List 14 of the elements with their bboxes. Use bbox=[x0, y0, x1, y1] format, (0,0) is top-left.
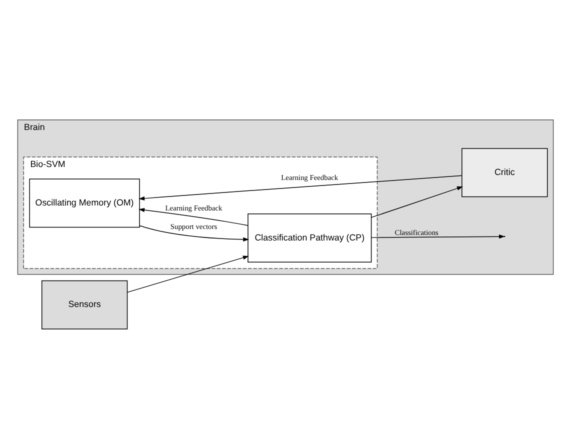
edge-label: Classifications bbox=[394, 228, 438, 237]
node-box: Sensors bbox=[41, 280, 128, 329]
arrow bbox=[126, 255, 249, 292]
edge-label: Support vectors bbox=[170, 222, 218, 231]
node-box: Classification Pathway (CP) bbox=[248, 213, 372, 262]
arrow bbox=[138, 207, 248, 226]
arrow bbox=[139, 224, 250, 241]
edge-label: Learning Feedback bbox=[281, 172, 338, 182]
arrow bbox=[370, 234, 505, 238]
node-box: Oscillating Memory (OM) bbox=[29, 178, 140, 228]
edge-label: Learning Feedback bbox=[165, 203, 222, 212]
arrow bbox=[138, 174, 462, 200]
arrow bbox=[370, 186, 463, 218]
node-box: Critic bbox=[462, 148, 548, 197]
